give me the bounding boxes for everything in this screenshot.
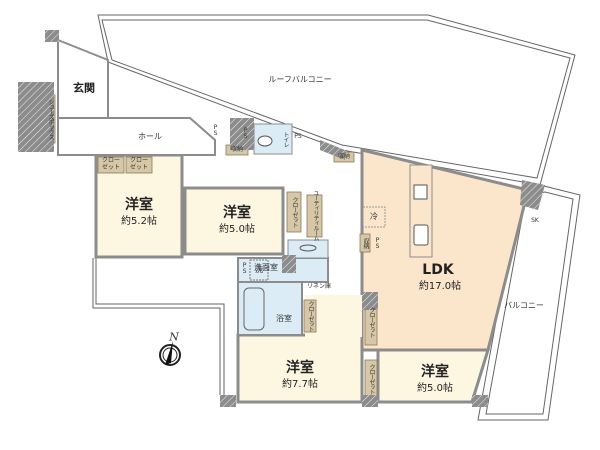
closet-label-2b: ゼット	[129, 164, 149, 171]
ldk-name: LDK	[422, 262, 454, 278]
room3-name: 洋室	[286, 360, 314, 376]
sk-label: SK	[531, 217, 539, 224]
toilet-label: トイレ	[282, 131, 289, 147]
ps-label-4: PS	[241, 262, 248, 274]
fridge-space	[362, 206, 386, 228]
room1-size: 約5.2帖	[121, 216, 157, 227]
closets	[44, 94, 378, 399]
closet-label-6: クローゼット	[368, 364, 375, 394]
exterior-setback	[92, 258, 225, 395]
storage-label-2: 収納	[337, 153, 351, 160]
ldk-size: 約17.0帖	[418, 281, 462, 292]
room4-name: 洋室	[421, 364, 449, 380]
utility-label: ユーティリティルーム	[312, 190, 319, 240]
closet-label-3: クローゼット	[291, 197, 298, 227]
ps-label-5: PS	[374, 237, 381, 249]
kitchen-sink-icon	[413, 224, 429, 246]
washer-label: 洗	[255, 265, 263, 274]
genkan-label: 玄関	[73, 81, 95, 95]
stove-icon	[413, 184, 428, 200]
closet-label-5: クローゼット	[368, 307, 375, 337]
balcony-label: バルコニー	[504, 301, 544, 310]
ps-label-3: PS	[294, 133, 302, 140]
genkan-floor	[57, 38, 109, 119]
room1-name: 洋室	[125, 197, 153, 213]
room2-name: 洋室	[223, 205, 251, 221]
storage-label-3: 収納	[362, 238, 369, 248]
toilet-bowl-icon	[257, 135, 273, 147]
closet-label-4: クローゼット	[307, 301, 314, 331]
walls	[18, 30, 545, 407]
compass-north-label: N	[169, 330, 179, 344]
ps-label-1: PS	[212, 124, 219, 136]
vanity	[287, 239, 329, 259]
room2-floor	[183, 186, 285, 256]
bath-label: 浴室	[276, 314, 292, 323]
room4-size: 約5.0帖	[417, 383, 453, 394]
hall-floor	[57, 117, 216, 156]
room3-floor	[236, 333, 364, 404]
washroom-label: 洗面室	[254, 263, 278, 272]
closet-label-1a: クロー	[101, 157, 121, 164]
fridge-label: 冷	[370, 212, 378, 221]
closet-label-2a: クロー	[129, 157, 149, 164]
hall-label: ホール	[138, 132, 162, 141]
shoebox-label: シューズボックス	[47, 99, 54, 139]
room3-size: 約7.7帖	[282, 379, 318, 390]
compass-icon	[159, 341, 181, 366]
washer-pan	[249, 259, 269, 281]
sink-icon	[299, 244, 317, 252]
roof-balcony-label: ルーフバルコニー	[268, 75, 332, 84]
room2-size: 約5.0帖	[219, 224, 255, 235]
closet-label-1b: ゼット	[101, 164, 121, 171]
linen-label: リネン庫	[306, 283, 332, 290]
storage-label-1: 収納	[230, 146, 244, 153]
ps-label-2: PS	[242, 127, 249, 139]
bathtub-icon	[243, 287, 265, 331]
